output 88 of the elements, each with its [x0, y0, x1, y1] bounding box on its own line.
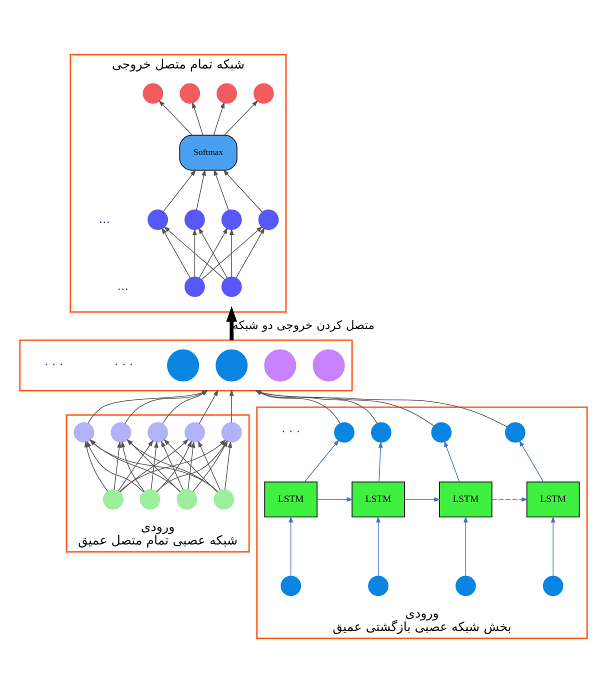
- node-box: LSTM: [352, 482, 405, 518]
- arrow: [198, 440, 221, 491]
- node-circle: [280, 576, 302, 596]
- arrow: [161, 440, 184, 491]
- node-circle: [264, 349, 296, 382]
- node-box: LSTM: [264, 482, 318, 518]
- edge-label: متصل کردن خروجی دو شبکه: [232, 318, 375, 332]
- arrow: [164, 226, 226, 280]
- arrow: [120, 440, 145, 492]
- node-circle: [221, 422, 242, 443]
- arrow: [150, 441, 158, 490]
- node-circle: [431, 422, 452, 443]
- arrow: [254, 390, 341, 424]
- arrow: [254, 390, 508, 428]
- node-circle: [142, 83, 164, 104]
- arrow: [519, 440, 544, 482]
- node-circle: [140, 489, 160, 510]
- arrow: [229, 228, 234, 278]
- arrow: [119, 438, 189, 493]
- node-circle: [148, 210, 168, 230]
- label: ...: [117, 278, 128, 293]
- node-circle: [505, 422, 526, 443]
- arrow: [163, 170, 196, 212]
- node-circle: [216, 83, 237, 104]
- arrow: [226, 306, 238, 340]
- arrow: [236, 227, 265, 278]
- arrow: [444, 440, 460, 482]
- arrow: [224, 100, 258, 136]
- cluster: ورودی شبکه عصبی تمام متصل عمیق: [66, 414, 250, 553]
- arrow: [188, 441, 196, 490]
- node-circle: [176, 489, 198, 510]
- arrow: [201, 226, 263, 280]
- label: · · ·: [114, 357, 134, 372]
- arrow: [114, 441, 122, 490]
- arrow: [223, 170, 263, 212]
- arrow: [378, 441, 383, 482]
- node-circle: [542, 576, 564, 596]
- arrow: [214, 169, 229, 211]
- arrow: [376, 516, 381, 576]
- node-circle: [74, 422, 94, 443]
- arrow: [463, 516, 468, 576]
- arrow: [304, 440, 340, 482]
- node-circle: [148, 422, 168, 443]
- node-circle: [221, 210, 242, 230]
- node-circle: [368, 576, 388, 596]
- node-box: Softmax: [179, 134, 238, 171]
- node-circle: [184, 276, 205, 297]
- node-circle: [184, 210, 205, 230]
- arrow: [224, 441, 232, 490]
- arrow: [162, 227, 191, 278]
- label: ...: [98, 212, 110, 226]
- arrow: [126, 439, 181, 492]
- node-circle: [167, 349, 200, 382]
- node-circle: [312, 349, 345, 382]
- node-circle: [102, 489, 124, 510]
- arrow: [254, 390, 378, 424]
- arrow: [254, 390, 434, 426]
- arrow: [164, 439, 218, 492]
- node-circle: [216, 349, 248, 382]
- arrow: [158, 100, 193, 136]
- arrow: [118, 440, 154, 492]
- arrow: [316, 497, 354, 502]
- node-box: LSTM: [438, 482, 492, 518]
- node-circle: [258, 210, 279, 230]
- node-box: LSTM: [526, 482, 580, 518]
- arrow: [198, 227, 228, 278]
- arrow: [192, 102, 204, 136]
- arrow: [196, 169, 206, 210]
- arrow: [492, 497, 528, 502]
- arrow: [192, 228, 197, 278]
- node-circle: [180, 83, 200, 104]
- arrow: [550, 516, 556, 576]
- arrow: [213, 102, 225, 136]
- arrow: [229, 390, 234, 424]
- arrow: [404, 497, 441, 502]
- arrow: [156, 440, 192, 492]
- node-circle: [371, 422, 392, 443]
- node-circle: [456, 576, 476, 596]
- cluster: [19, 339, 353, 392]
- node-circle: [253, 83, 274, 104]
- node-circle: [110, 422, 132, 443]
- label: · · ·: [282, 424, 300, 438]
- node-circle: [184, 422, 205, 443]
- label: · · ·: [44, 357, 64, 372]
- arrow: [288, 516, 294, 576]
- node-circle: [334, 422, 354, 443]
- node-circle: [214, 489, 234, 510]
- node-circle: [221, 276, 242, 297]
